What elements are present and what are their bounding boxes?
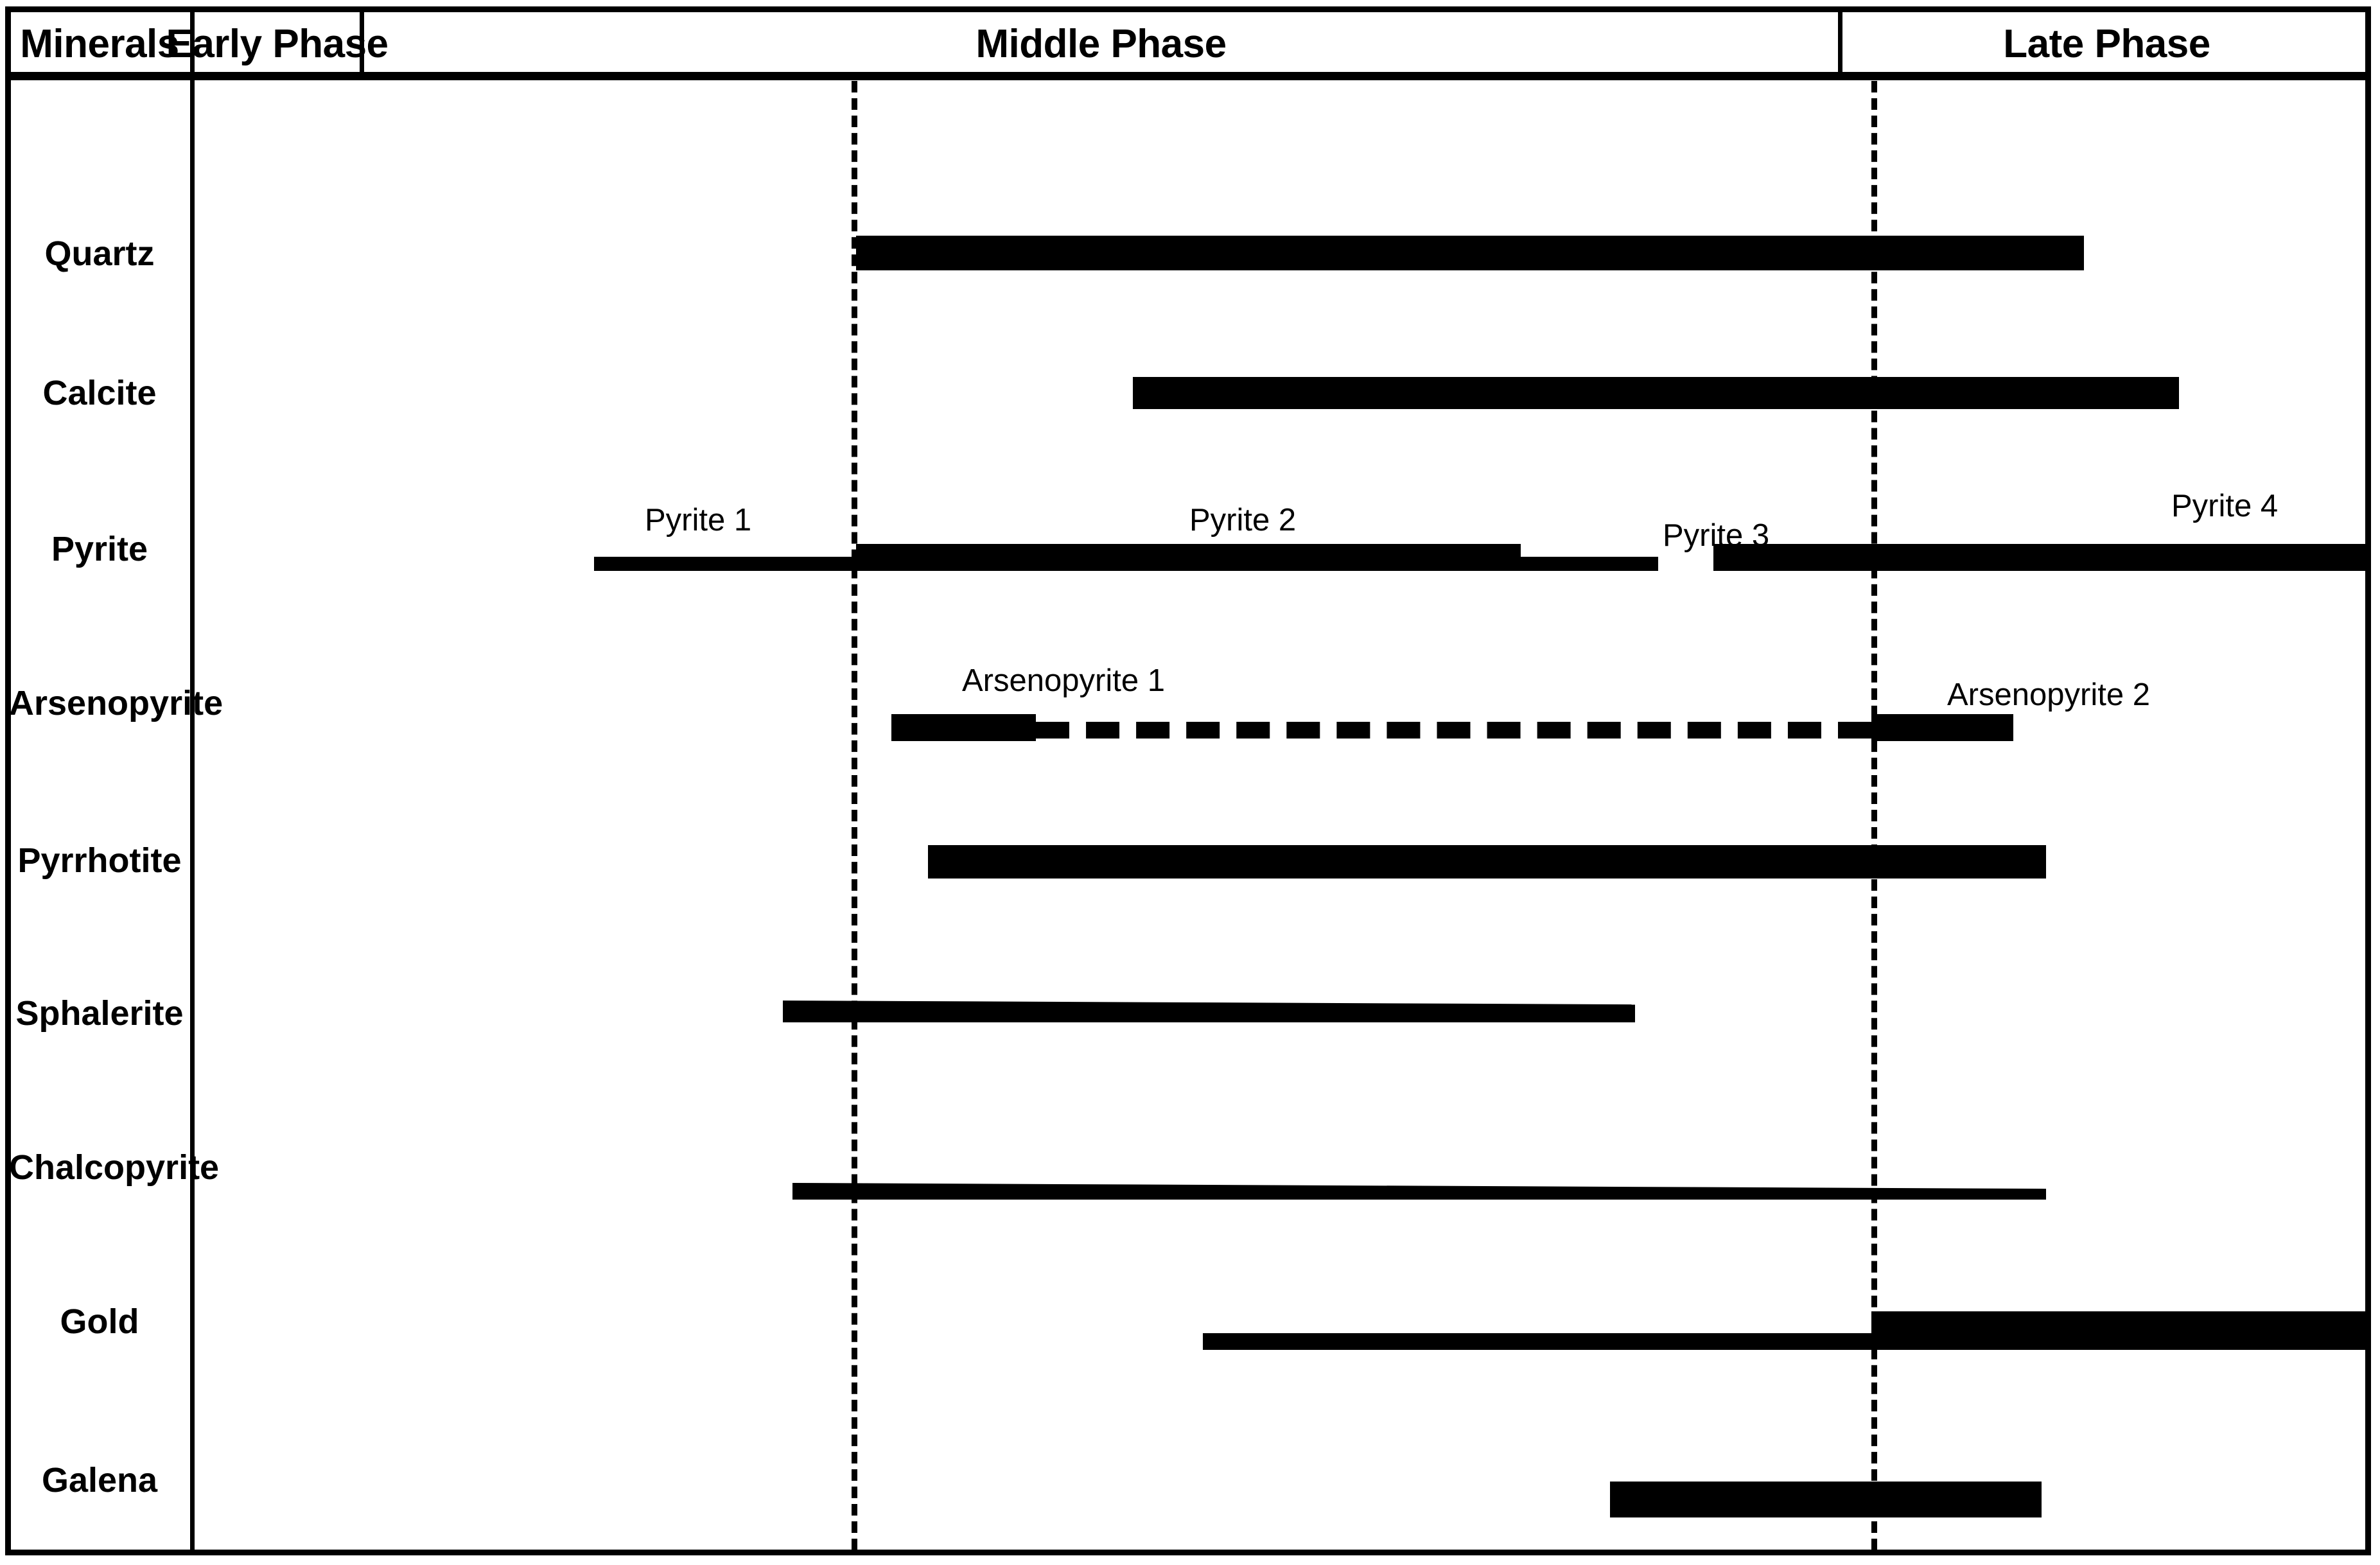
row-label-pyrite: Pyrite — [51, 530, 148, 568]
bar-arsenopyrite-dashed-link — [1036, 722, 1871, 739]
row-label-pyrrhotite: Pyrrhotite — [17, 841, 182, 880]
bar-quartz — [856, 236, 2084, 270]
bar-gold-middle — [1203, 1333, 1871, 1350]
bar-galena — [1610, 1482, 2042, 1517]
row-label-gold: Gold — [60, 1302, 139, 1341]
row-label-arsenopyrite: Arsenopyrite — [9, 684, 223, 722]
column-divider-early-middle — [360, 6, 364, 80]
column-divider-middle-late — [1838, 6, 1842, 80]
phase-boundary-middle-late — [1871, 81, 1877, 1550]
header-divider — [5, 72, 2371, 80]
bar-pyrite-3 — [1521, 557, 1658, 571]
header-late-phase: Late Phase — [2003, 21, 2210, 66]
sublabel-pyrite-4: Pyrite 4 — [2171, 489, 2279, 523]
bar-gold-late — [1871, 1311, 2371, 1350]
bar-arsenopyrite-2 — [1871, 714, 2013, 741]
row-label-chalcopyrite: Chalcopyrite — [9, 1148, 220, 1187]
header-middle-phase: Middle Phase — [976, 21, 1227, 66]
phase-boundary-early-middle — [852, 81, 857, 1550]
sublabel-arsenopyrite-1: Arsenopyrite 1 — [962, 663, 1165, 698]
header-early-phase: Early Phase — [166, 21, 389, 66]
row-label-calcite: Calcite — [42, 374, 157, 412]
sublabel-pyrite-1: Pyrite 1 — [645, 503, 752, 538]
bar-pyrite-2 — [856, 544, 1521, 571]
row-label-galena: Galena — [41, 1461, 158, 1499]
bar-pyrite-1 — [594, 557, 856, 571]
bar-sphalerite — [783, 1001, 1635, 1022]
row-label-sphalerite: Sphalerite — [15, 994, 184, 1033]
header-minerals: Minerals — [20, 21, 179, 66]
column-divider-minerals — [190, 6, 195, 1555]
sublabel-arsenopyrite-2: Arsenopyrite 2 — [1947, 678, 2150, 712]
bar-pyrite-4 — [1713, 544, 2371, 571]
bar-arsenopyrite-1 — [891, 714, 1036, 741]
table-frame — [5, 6, 2371, 1555]
row-label-quartz: Quartz — [44, 234, 155, 273]
bar-pyrrhotite — [928, 845, 2046, 879]
sublabel-pyrite-2: Pyrite 2 — [1189, 503, 1297, 538]
bar-calcite — [1133, 377, 2179, 409]
